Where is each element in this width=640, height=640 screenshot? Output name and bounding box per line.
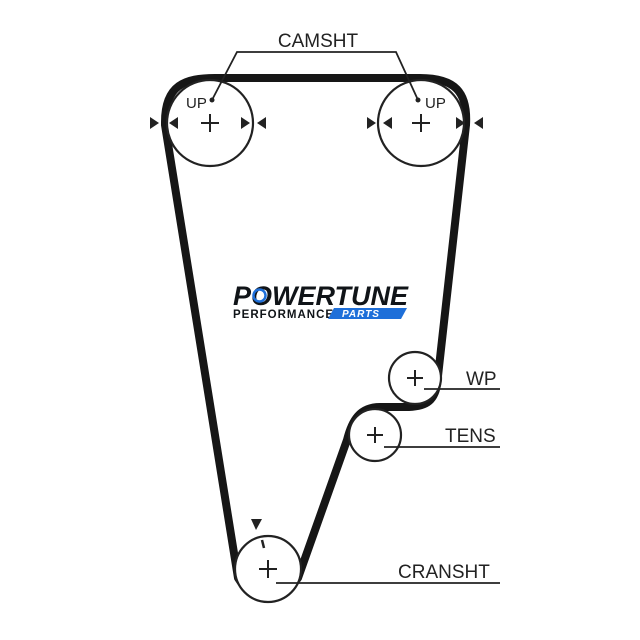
crankshaft-pulley: [233, 519, 303, 604]
left-camshaft-pulley: UP: [165, 78, 255, 168]
logo-badge-shape: [328, 308, 407, 319]
tensioner-label: TENS: [445, 426, 496, 447]
camshaft-leader-lines: [211, 51, 419, 101]
right-cam-alignment-arrows: [367, 117, 483, 129]
crankshaft-label: CRANSHT: [398, 562, 490, 583]
camshaft-label: CAMSHT: [278, 31, 359, 52]
water-pump-pulley: [387, 350, 443, 406]
logo-o-icon: [252, 288, 267, 303]
water-pump-label: WP: [466, 369, 497, 390]
crank-timing-mark: [260, 539, 266, 549]
logo-brand-text: POWERTUNE: [233, 281, 409, 311]
left-up-label: UP: [186, 95, 207, 112]
left-cam-alignment-arrows: [150, 117, 266, 129]
crank-arrow-icon: [251, 519, 262, 530]
logo-tagline-text: PERFORMANCE: [233, 309, 334, 321]
logo-badge-text: PARTS: [342, 309, 380, 320]
tensioner-pulley: [347, 407, 403, 463]
right-up-label: UP: [425, 95, 446, 112]
powertune-logo: POWERTUNE PERFORMANCE PARTS: [233, 281, 409, 321]
